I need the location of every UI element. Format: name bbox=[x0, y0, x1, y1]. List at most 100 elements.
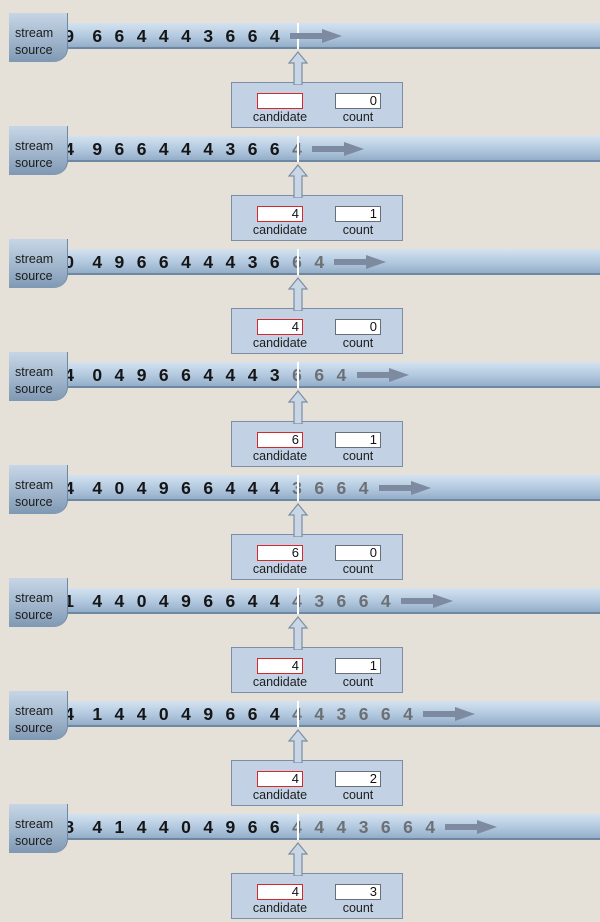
stream-digit: 6 bbox=[247, 817, 258, 837]
read-position-marker bbox=[297, 814, 299, 840]
stream-source: stream source bbox=[9, 126, 68, 175]
count-value: 1 bbox=[335, 658, 381, 674]
stream-digit: 9 bbox=[225, 817, 236, 837]
count-label: count bbox=[342, 901, 374, 915]
stream-step-panel: streamsource14404966444366441candidateco… bbox=[0, 575, 600, 693]
flow-arrow-icon bbox=[312, 142, 365, 156]
stream-digit: 6 bbox=[225, 704, 236, 724]
stream-digit: 4 bbox=[225, 365, 236, 385]
stream-digit: 4 bbox=[181, 704, 191, 724]
stream-digit: 0 bbox=[158, 704, 169, 724]
processed-digit: 6 bbox=[403, 817, 413, 837]
stream-digit: 4 bbox=[225, 478, 236, 498]
read-arrow-icon bbox=[287, 729, 309, 763]
stream-digit: 4 bbox=[92, 591, 103, 611]
source-label-line1: stream bbox=[15, 26, 54, 40]
stream-digit: 4 bbox=[136, 817, 147, 837]
candidate-label: candidate bbox=[252, 901, 308, 915]
candidate-label: candidate bbox=[252, 336, 308, 350]
candidate-value: 4 bbox=[257, 658, 303, 674]
processed-digit: 3 bbox=[358, 817, 369, 837]
processed-digit: 3 bbox=[336, 704, 347, 724]
source-label-line1: stream bbox=[15, 817, 54, 831]
processed-digit: 3 bbox=[314, 591, 325, 611]
count-label: count bbox=[342, 675, 374, 689]
flow-arrow-icon bbox=[356, 368, 409, 382]
candidate-label: candidate bbox=[252, 449, 308, 463]
candidate-label: candidate bbox=[252, 110, 308, 124]
stream-digit: 4 bbox=[203, 139, 214, 159]
stream-digit: 6 bbox=[247, 704, 258, 724]
stream-digit: 4 bbox=[269, 591, 280, 611]
processed-digit: 4 bbox=[286, 588, 308, 614]
source-label-line2: source bbox=[15, 43, 53, 57]
stream-digit: 4 bbox=[158, 26, 169, 46]
processed-digit: 6 bbox=[286, 249, 308, 275]
source-label-line1: stream bbox=[15, 139, 54, 153]
source-label-line2: source bbox=[15, 382, 53, 396]
stream-pipe bbox=[38, 362, 600, 388]
stream-digit: 1 bbox=[66, 591, 74, 611]
read-arrow-icon bbox=[287, 277, 309, 311]
count-label: count bbox=[342, 449, 374, 463]
stream-digit: 6 bbox=[269, 252, 280, 272]
stream-digit: 4 bbox=[225, 252, 236, 272]
stream-step-panel: streamsource4966444366441candidatecount bbox=[0, 123, 600, 241]
source-label-line1: stream bbox=[15, 704, 54, 718]
stream-digit: 6 bbox=[247, 26, 258, 46]
processed-digit: 6 bbox=[380, 704, 391, 724]
read-position-marker bbox=[297, 136, 299, 162]
stream-step-panel: streamsource414404966444366442candidatec… bbox=[0, 688, 600, 806]
count-value: 0 bbox=[335, 319, 381, 335]
processed-digit: 4 bbox=[336, 365, 347, 385]
stream-digit: 9 bbox=[158, 478, 169, 498]
stream-digit: 4 bbox=[158, 139, 169, 159]
count-label: count bbox=[342, 336, 374, 350]
flow-arrow-icon bbox=[401, 594, 453, 608]
stream-digit: 4 bbox=[269, 478, 280, 498]
stream-digit: 4 bbox=[203, 365, 214, 385]
stream-step-panel: streamsource04966444366440candidatecount bbox=[0, 236, 600, 354]
read-arrow-icon bbox=[287, 503, 309, 537]
stream-digit: 9 bbox=[114, 252, 125, 272]
stream-digit: 6 bbox=[247, 139, 258, 159]
count-value: 3 bbox=[335, 884, 381, 900]
stream-digit: 3 bbox=[225, 139, 236, 159]
processed-digit: 6 bbox=[380, 817, 391, 837]
stream-digit: 4 bbox=[114, 365, 125, 385]
stream-digit: 4 bbox=[269, 26, 280, 46]
stream-digit: 6 bbox=[269, 139, 280, 159]
processed-digit: 4 bbox=[286, 814, 308, 840]
flow-arrow-icon bbox=[290, 29, 342, 43]
source-label-line2: source bbox=[15, 156, 53, 170]
stream-digit: 4 bbox=[203, 817, 214, 837]
candidate-label: candidate bbox=[252, 788, 308, 802]
source-label-line2: source bbox=[15, 495, 53, 509]
stream-step-panel: streamsource8414404966444366443candidate… bbox=[0, 801, 600, 919]
stream-digit: 4 bbox=[92, 817, 103, 837]
stream-digit: 4 bbox=[203, 252, 214, 272]
stream-digit: 4 bbox=[66, 365, 74, 385]
stream-digit: 0 bbox=[114, 478, 125, 498]
stream-digit: 9 bbox=[203, 704, 214, 724]
candidate-value: 4 bbox=[257, 206, 303, 222]
stream-digit: 9 bbox=[136, 365, 147, 385]
processed-digit: 4 bbox=[358, 478, 369, 498]
read-position-marker bbox=[297, 588, 299, 614]
stream-digit: 0 bbox=[66, 252, 74, 272]
candidate-value: 6 bbox=[257, 545, 303, 561]
count-value: 1 bbox=[335, 432, 381, 448]
stream-digit: 4 bbox=[136, 704, 147, 724]
stream-digit: 4 bbox=[181, 139, 191, 159]
source-label-line1: stream bbox=[15, 591, 54, 605]
read-arrow-icon bbox=[287, 51, 309, 85]
processed-digit: 6 bbox=[336, 591, 347, 611]
stream-digit: 0 bbox=[181, 817, 191, 837]
stream-digit: 4 bbox=[136, 26, 147, 46]
processed-digit: 3 bbox=[286, 475, 308, 501]
processed-digit: 6 bbox=[358, 591, 369, 611]
flow-arrow-icon bbox=[334, 255, 387, 269]
